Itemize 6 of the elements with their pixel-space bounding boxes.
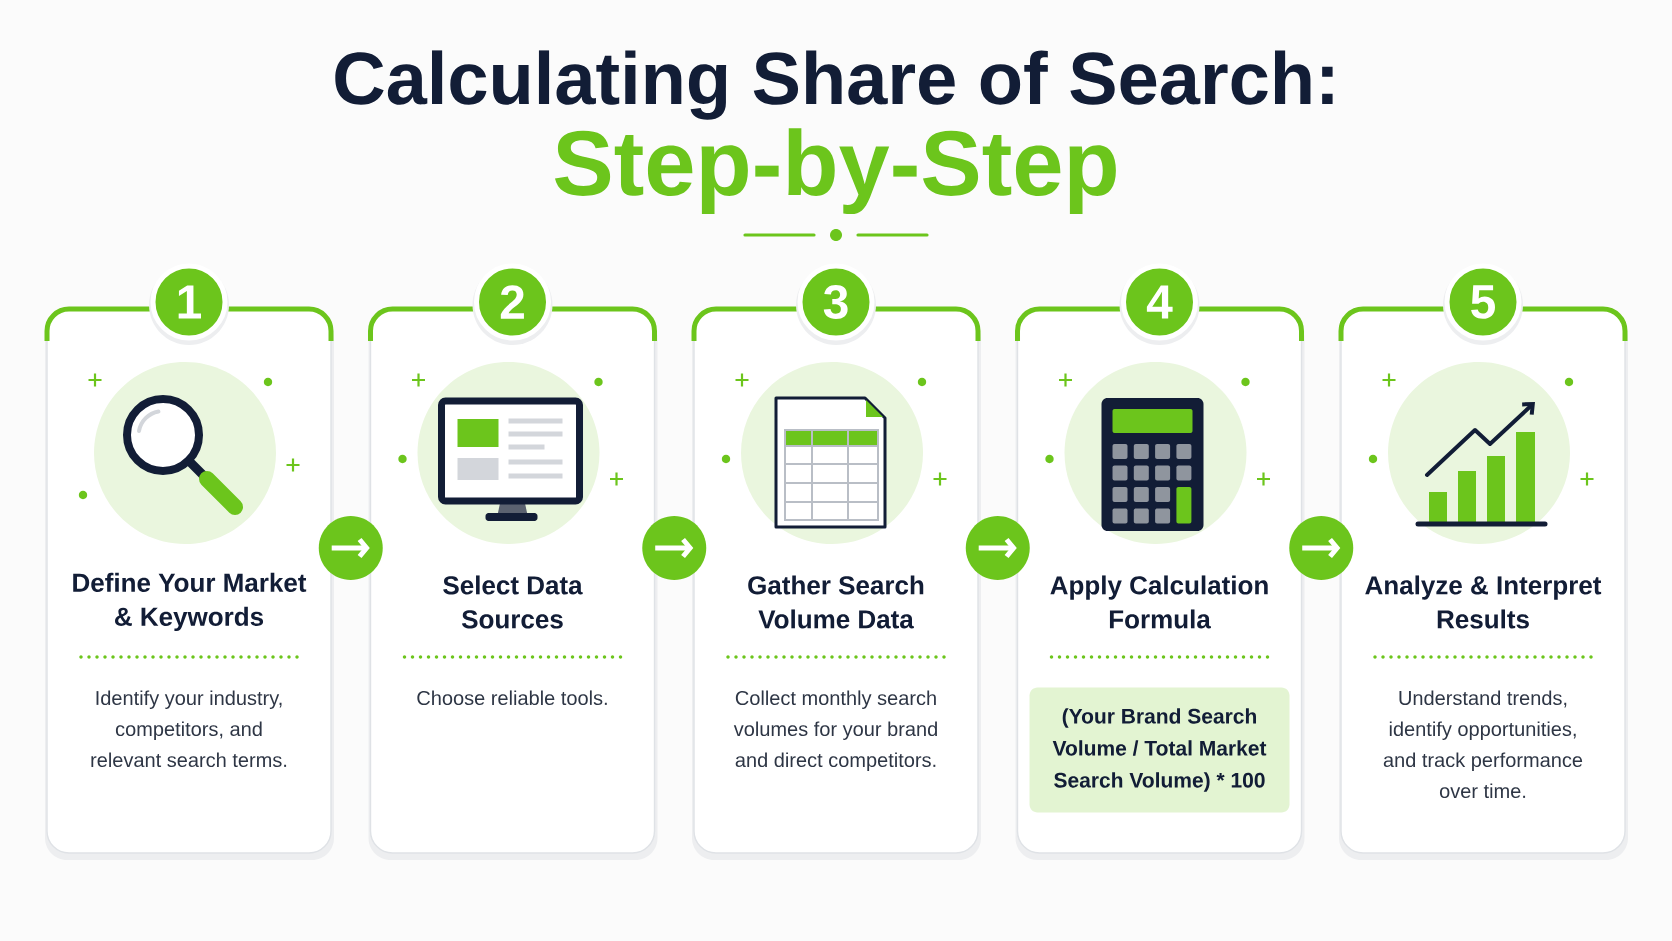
subtitle: Step-by-Step [554, 128, 1116, 215]
circle-arrow [965, 516, 1030, 580]
circle-arrow [318, 516, 383, 580]
circle-arrow [1289, 516, 1354, 580]
circle-arrow [642, 516, 707, 580]
title: Calculating Share of Search: [335, 50, 1333, 120]
